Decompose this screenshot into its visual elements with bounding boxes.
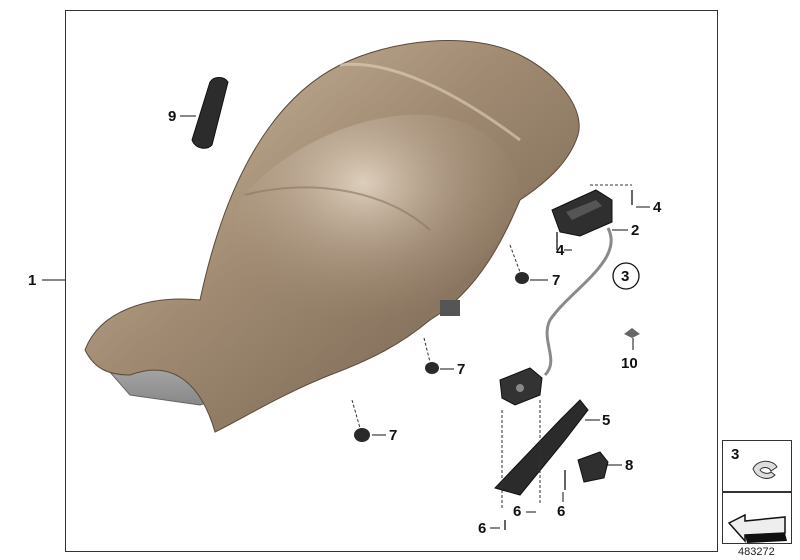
bracket-plate xyxy=(494,399,589,496)
part-label-10: 10 xyxy=(621,355,638,372)
part-label-6c: 6 xyxy=(557,503,566,520)
lock-actuator xyxy=(499,367,543,406)
clip-part xyxy=(624,328,640,338)
legend-inset-label: 3 xyxy=(731,446,740,463)
part-label-8: 8 xyxy=(625,457,634,474)
part-label-1: 1 xyxy=(28,272,37,289)
callout-circle-3 xyxy=(612,262,640,290)
direction-inset xyxy=(722,492,792,544)
clip-icon xyxy=(752,460,778,479)
part-label-4a: 4 xyxy=(653,199,662,216)
part-label-6b: 6 xyxy=(513,503,522,520)
switch-part xyxy=(577,451,609,483)
part-label-7b: 7 xyxy=(457,361,466,378)
part-label-4b: 4 xyxy=(556,242,565,259)
part-label-7c: 7 xyxy=(389,427,398,444)
part-label-9: 9 xyxy=(168,108,177,125)
leader-lines xyxy=(42,115,650,529)
seat xyxy=(84,40,580,433)
grip-part xyxy=(191,77,229,149)
screws-4 xyxy=(556,190,633,250)
part-label-7a: 7 xyxy=(552,272,561,289)
lock-holder xyxy=(551,184,632,237)
part-label-2: 2 xyxy=(631,222,640,239)
part-label-6a: 6 xyxy=(478,520,487,537)
rubber-buffers xyxy=(351,244,529,442)
arrow-icon xyxy=(727,513,787,543)
part-label-3: 3 xyxy=(621,268,630,285)
document-id: 483272 xyxy=(738,546,775,558)
part-label-5: 5 xyxy=(602,412,611,429)
diagram-frame xyxy=(65,10,718,552)
bowden-cable xyxy=(543,227,613,377)
legend-inset: 3 xyxy=(722,440,792,492)
screws-6 xyxy=(501,400,566,530)
